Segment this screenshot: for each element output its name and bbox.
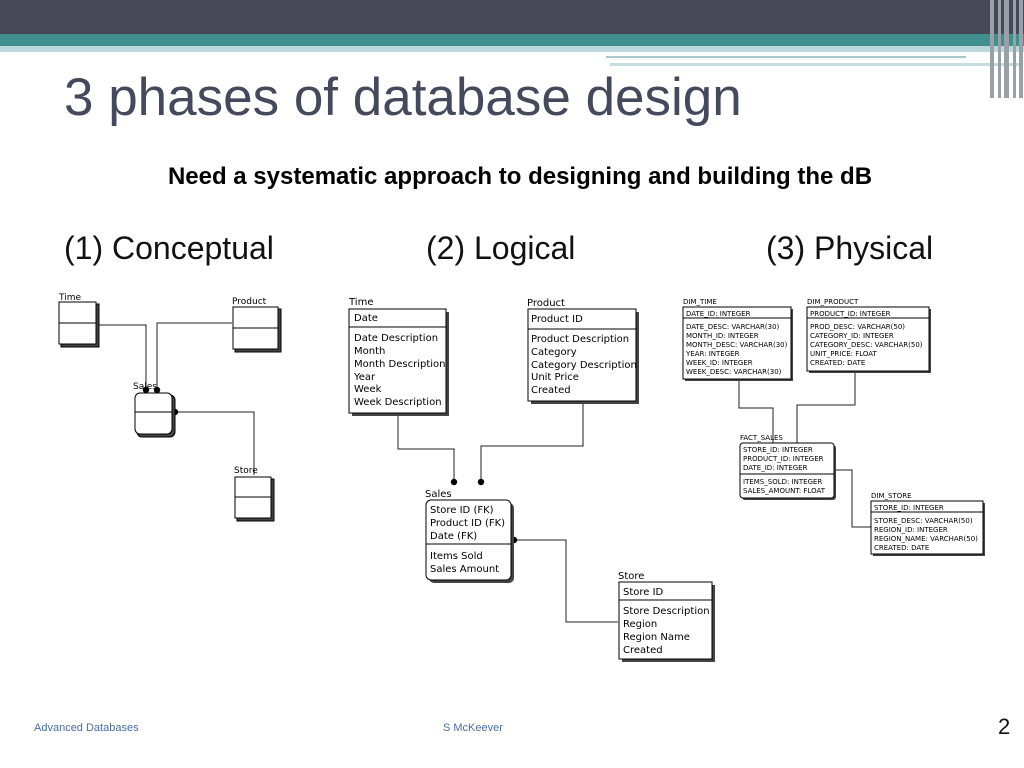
logical-store-key: Store ID	[623, 587, 664, 598]
physical-dim-product-attr: CREATED: DATE	[810, 359, 865, 367]
logical-time-attr: Month	[354, 346, 385, 357]
logical-labels: Time Date Date Description Month Month D…	[348, 297, 710, 656]
logical-sales-attr: Sales Amount	[430, 564, 499, 575]
phase-logical-heading: (2) Logical	[426, 230, 576, 266]
physical-dim-store-key: STORE_ID: INTEGER	[874, 504, 944, 512]
logical-store-attr: Store Description	[623, 606, 710, 617]
physical-fact-sales-name: FACT_SALES	[740, 434, 783, 442]
logical-product-key: Product ID	[531, 314, 583, 325]
logical-store-attr: Region Name	[623, 632, 690, 643]
physical-dim-product-attr: CATEGORY_ID: INTEGER	[810, 332, 894, 340]
conceptual-time-label: Time	[58, 293, 81, 303]
logical-time-key: Date	[354, 313, 378, 324]
logical-product-attr: Category Description	[531, 360, 637, 371]
logical-sales-key: Store ID (FK)	[430, 505, 494, 516]
conceptual-sales-label: Sales	[133, 382, 157, 392]
physical-dim-product-attr: UNIT_PRICE: FLOAT	[810, 350, 878, 358]
physical-fact-sales-key: STORE_ID: INTEGER	[743, 446, 813, 454]
physical-dim-product-attr: CATEGORY_DESC: VARCHAR(50)	[810, 341, 923, 349]
logical-time-attr: Week	[354, 384, 382, 395]
logical-sales-attr: Items Sold	[430, 551, 483, 562]
physical-dim-time-attr: MONTH_ID: INTEGER	[686, 332, 759, 340]
logical-product-attr: Created	[531, 385, 571, 396]
physical-dim-time-attr: YEAR: INTEGER	[685, 350, 740, 358]
physical-dim-time-key: DATE_ID: INTEGER	[686, 310, 751, 318]
physical-dim-product-attr: PROD_DESC: VARCHAR(50)	[810, 323, 905, 331]
physical-fact-sales-attr: SALES_AMOUNT: FLOAT	[743, 487, 826, 495]
header-line	[610, 63, 1020, 66]
physical-dim-store-attr: STORE_DESC: VARCHAR(50)	[874, 517, 973, 525]
header-line	[606, 56, 966, 58]
logical-sales-name: Sales	[425, 489, 452, 500]
header-stripes	[990, 0, 1024, 98]
logical-store-attr: Created	[623, 645, 663, 656]
footer-author: S McKeever	[443, 722, 503, 734]
page-number: 2	[998, 714, 1011, 739]
logical-store-name: Store	[618, 571, 644, 582]
logical-time-attr: Date Description	[354, 333, 438, 344]
conceptual-store-label: Store	[234, 466, 258, 476]
slide-subtitle: Need a systematic approach to designing …	[167, 163, 873, 190]
physical-model	[682, 306, 985, 556]
physical-dim-store-attr: CREATED: DATE	[874, 544, 929, 552]
physical-dim-time-attr: WEEK_ID: INTEGER	[686, 359, 753, 367]
slide-title: 3 phases of database design	[64, 68, 742, 127]
physical-fact-sales-key: DATE_ID: INTEGER	[743, 464, 808, 472]
conceptual-model	[58, 301, 282, 522]
logical-time-attr: Month Description	[354, 359, 445, 370]
phase-physical-heading: (3) Physical	[766, 230, 934, 266]
logical-product-attr: Category	[531, 347, 577, 358]
physical-labels: DIM_TIME DATE_ID: INTEGER DATE_DESC: VAR…	[683, 298, 978, 552]
logical-sales-key: Product ID (FK)	[430, 518, 505, 529]
logical-product-attr: Product Description	[531, 334, 629, 345]
physical-dim-time-name: DIM_TIME	[683, 298, 717, 306]
logical-store-attr: Region	[623, 619, 657, 630]
physical-dim-store-attr: REGION_ID: INTEGER	[874, 526, 948, 534]
phase-conceptual-heading: (1) Conceptual	[64, 230, 274, 266]
logical-time-attr: Week Description	[354, 397, 442, 408]
header-bar	[0, 0, 1024, 34]
logical-time-attr: Year	[353, 372, 376, 383]
conceptual-product-label: Product	[232, 297, 267, 307]
physical-dim-time-attr: DATE_DESC: VARCHAR(30)	[686, 323, 780, 331]
header-accent-bar	[0, 34, 1024, 46]
logical-model	[348, 308, 715, 662]
physical-fact-sales-key: PRODUCT_ID: INTEGER	[743, 455, 824, 463]
physical-dim-store-name: DIM_STORE	[871, 492, 912, 500]
logical-product-name: Product	[527, 298, 565, 309]
physical-fact-sales-attr: ITEMS_SOLD: INTEGER	[743, 478, 822, 486]
physical-dim-time-attr: MONTH_DESC: VARCHAR(30)	[686, 341, 788, 349]
logical-time-name: Time	[348, 297, 373, 308]
header-light-bar	[0, 46, 1024, 52]
physical-dim-store-attr: REGION_NAME: VARCHAR(50)	[874, 535, 978, 543]
footer-course: Advanced Databases	[34, 722, 139, 734]
physical-dim-product-key: PRODUCT_ID: INTEGER	[810, 310, 891, 318]
physical-dim-product-name: DIM_PRODUCT	[807, 298, 859, 306]
physical-dim-time-attr: WEEK_DESC: VARCHAR(30)	[686, 368, 782, 376]
logical-product-attr: Unit Price	[531, 372, 579, 383]
logical-sales-key: Date (FK)	[430, 531, 477, 542]
